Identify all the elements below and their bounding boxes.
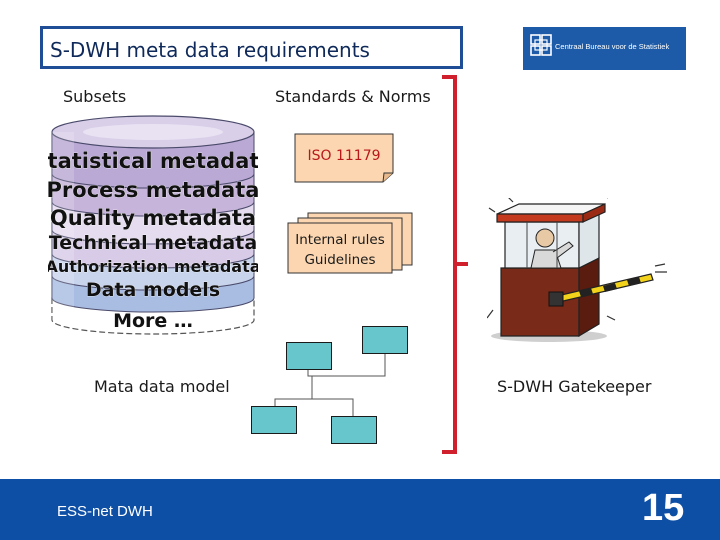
stacked-docs-shape: [287, 212, 413, 274]
page-title: S-DWH meta data requirements: [50, 38, 370, 62]
footer-bar: [0, 479, 720, 540]
layer-label-quality: Quality metadata: [50, 206, 256, 230]
note-shape: [294, 133, 394, 183]
layer-label-more: More …: [113, 310, 193, 332]
iso-note: ISO 11179: [294, 133, 394, 183]
layer-label-authorization: Authorization metadata: [48, 257, 258, 276]
standards-heading: Standards & Norms: [275, 87, 431, 106]
layer-label-technical: Technical metadata: [49, 232, 257, 254]
internal-rules-docs: Internal rules Guidelines: [286, 211, 416, 275]
subsets-heading: Subsets: [63, 87, 127, 106]
footer-text: ESS-net DWH: [57, 503, 153, 520]
metadata-model-caption: Mata data model: [94, 377, 230, 396]
layer-label-statistical: Statistical metadata: [48, 149, 258, 173]
cbs-logo: Centraal Bureau voor de Statistiek: [523, 27, 686, 70]
metadata-cylinder: [51, 115, 255, 335]
iso-note-text: ISO 11179: [307, 148, 381, 164]
model-node-3: [251, 406, 297, 434]
rules-line-2: Guidelines: [304, 252, 376, 268]
model-node-2: [362, 326, 408, 354]
logo-text: Centraal Bureau voor de Statistiek: [555, 42, 670, 51]
layer-label-data-models: Data models: [86, 279, 220, 301]
metadata-layer-labels: Statistical metadata Process metadata Qu…: [48, 149, 258, 332]
gatekeeper-caption: S-DWH Gatekeeper: [497, 377, 652, 396]
layer-label-process: Process metadata: [48, 178, 258, 202]
rules-line-1: Internal rules: [295, 232, 385, 248]
page-number: 15: [642, 487, 685, 529]
gatekeeper-booth-icon: [487, 198, 667, 342]
title-box: [40, 26, 463, 69]
red-bracket: [442, 75, 468, 454]
model-node-1: [286, 342, 332, 370]
model-node-4: [331, 416, 377, 444]
cbs-logo-icon: [530, 34, 552, 56]
